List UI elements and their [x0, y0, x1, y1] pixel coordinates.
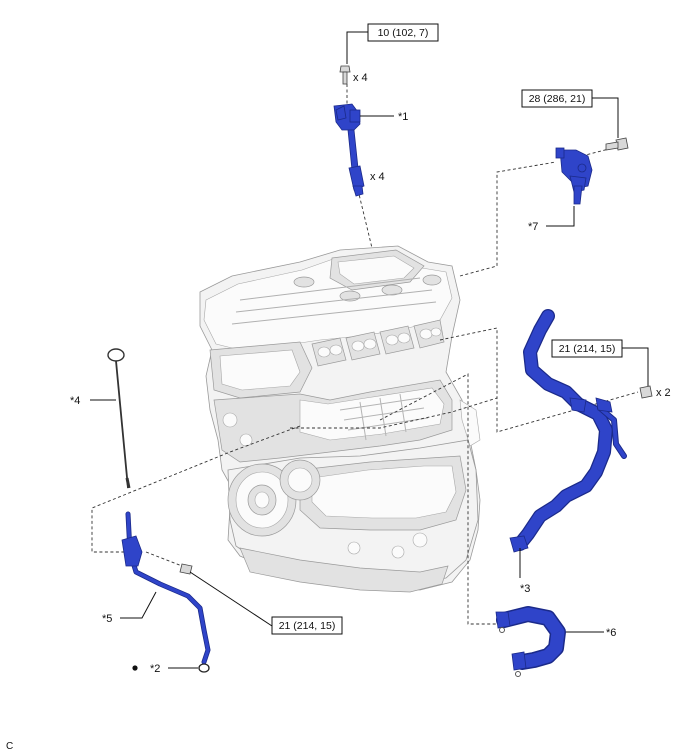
intake-ports: [311, 319, 445, 367]
crank-pulley: [227, 459, 321, 537]
callout-part4: *4: [70, 395, 80, 407]
ignition-coil-part1[interactable]: [333, 103, 365, 197]
dashed-guides: [91, 84, 639, 625]
torque-box-hose: 21 (214, 15): [551, 339, 623, 358]
callout-part7: *7: [528, 221, 538, 233]
callout-part5: *5: [102, 613, 112, 625]
torque-value: 21 (214, 15): [279, 620, 336, 632]
torque-value: 10 (102, 7): [378, 27, 429, 39]
dipstick-guide-part5[interactable]: [121, 511, 211, 673]
torque-box-guide: 21 (214, 15): [271, 616, 343, 635]
callout-part1: *1: [398, 111, 408, 123]
corner-mark: C: [6, 741, 13, 752]
callout-part6: *6: [606, 627, 616, 639]
bracket-part7[interactable]: [555, 147, 593, 205]
bracket-bolt[interactable]: [605, 137, 629, 151]
ignition-bolt-qty: x 4: [353, 72, 368, 84]
dipstick-part4[interactable]: [107, 348, 131, 489]
torque-value: 21 (214, 15): [559, 343, 616, 355]
hose-bolt-qty: x 2: [656, 387, 671, 399]
ignition-coil-bolt[interactable]: [339, 65, 351, 85]
torque-box-bracket: 28 (286, 21): [521, 89, 593, 108]
o-ring-part2[interactable]: [132, 665, 138, 671]
callout-part3: *3: [520, 583, 530, 595]
water-hose-part3[interactable]: [509, 309, 627, 553]
coil-qty: x 4: [370, 171, 385, 183]
hose-part6[interactable]: [495, 606, 566, 677]
leader-lines: [90, 31, 649, 669]
hose-bolt[interactable]: [639, 385, 653, 399]
callout-part2: *2: [150, 663, 160, 675]
engine-assembly: [199, 245, 481, 593]
torque-value: 28 (286, 21): [529, 93, 586, 105]
guide-bolt[interactable]: [179, 563, 193, 575]
torque-box-ignition: 10 (102, 7): [367, 23, 439, 42]
